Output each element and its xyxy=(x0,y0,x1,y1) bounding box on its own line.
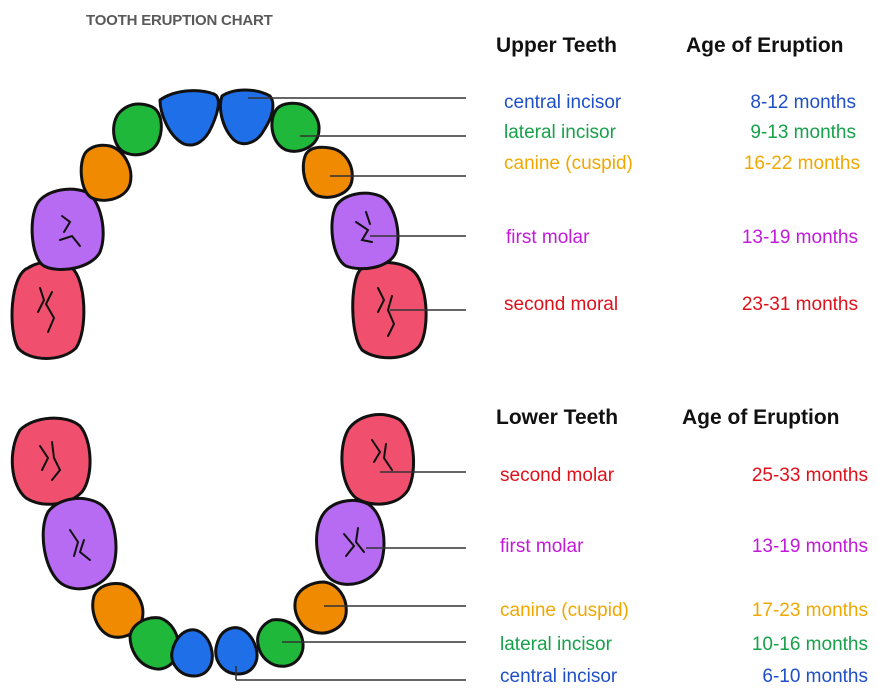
upper-canine-label: canine (cuspid) xyxy=(504,153,633,175)
upper-left-canine xyxy=(81,145,131,200)
lower-second-molar-age: 25-33 months xyxy=(708,465,868,487)
lower-right-canine xyxy=(295,582,346,633)
lower-left-first-molar xyxy=(43,498,116,588)
lower-canine-age: 17-23 months xyxy=(708,600,868,622)
upper-right-canine xyxy=(303,147,352,197)
upper-canine-age: 16-22 months xyxy=(700,153,860,175)
lower-right-lateral-incisor xyxy=(258,620,303,667)
upper-central-incisor-label: central incisor xyxy=(504,92,621,114)
upper-teeth-header: Upper Teeth xyxy=(496,34,617,58)
lower-teeth-header: Lower Teeth xyxy=(496,406,618,430)
lower-right-second-molar xyxy=(342,415,414,505)
lower-left-lateral-incisor xyxy=(130,618,178,669)
upper-first-molar-age: 13-19 months xyxy=(698,227,858,249)
lower-central-incisor-age: 6-10 months xyxy=(708,666,868,688)
lower-first-molar-label: first molar xyxy=(500,536,583,558)
upper-left-lateral-incisor xyxy=(114,104,162,155)
upper-second-molar-label: second moral xyxy=(504,294,618,316)
upper-lateral-incisor-label: lateral incisor xyxy=(504,122,616,144)
upper-right-first-molar xyxy=(332,193,398,268)
lower-canine-label: canine (cuspid) xyxy=(500,600,629,622)
lower-second-molar-label: second molar xyxy=(500,465,614,487)
upper-left-central-incisor xyxy=(160,91,218,145)
upper-second-molar-age: 23-31 months xyxy=(698,294,858,316)
upper-first-molar-label: first molar xyxy=(506,227,589,249)
upper-central-incisor-age: 8-12 months xyxy=(696,92,856,114)
lower-central-incisor-label: central incisor xyxy=(500,666,617,688)
upper-age-header: Age of Eruption xyxy=(686,34,843,58)
lower-first-molar-age: 13-19 months xyxy=(708,536,868,558)
lower-lateral-incisor-label: lateral incisor xyxy=(500,634,612,656)
upper-lateral-incisor-age: 9-13 months xyxy=(696,122,856,144)
upper-left-second-molar xyxy=(12,262,84,359)
upper-left-first-molar xyxy=(32,189,103,269)
lower-left-second-molar xyxy=(12,418,90,504)
upper-right-lateral-incisor xyxy=(272,103,319,151)
lower-left-central-incisor xyxy=(172,630,213,676)
lower-age-header: Age of Eruption xyxy=(682,406,839,430)
lower-lateral-incisor-age: 10-16 months xyxy=(708,634,868,656)
